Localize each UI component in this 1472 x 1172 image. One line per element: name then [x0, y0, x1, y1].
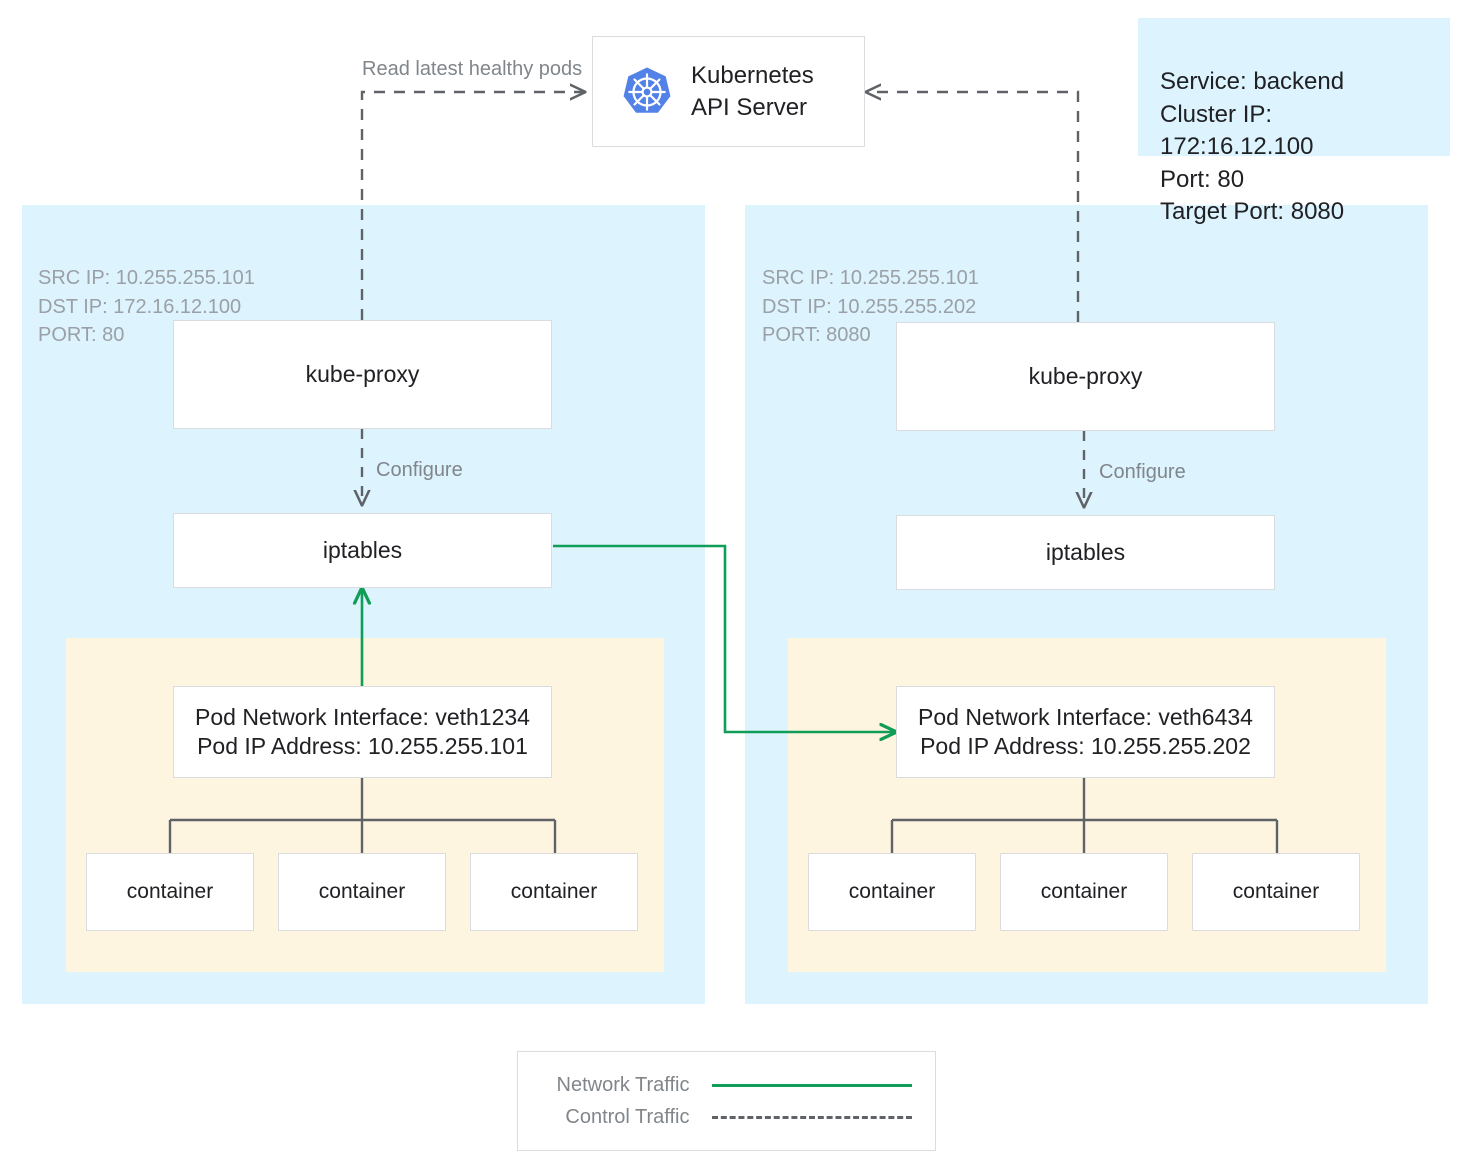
node-left-kube-proxy-label: kube-proxy	[305, 361, 420, 387]
node-left-pod-interface-box[interactable]: Pod Network Interface: veth1234 Pod IP A…	[173, 686, 552, 778]
node-right-pod-ip-line: Pod IP Address: 10.255.255.202	[920, 733, 1251, 759]
configure-label-right: Configure	[1099, 461, 1186, 483]
container-label: container	[848, 880, 936, 903]
node-right-pod-interface-box[interactable]: Pod Network Interface: veth6434 Pod IP A…	[896, 686, 1275, 778]
node-left-kube-proxy-box[interactable]: kube-proxy	[173, 320, 552, 429]
node-right-kube-proxy-label: kube-proxy	[1028, 363, 1143, 389]
node-left-container-0[interactable]: container	[86, 853, 254, 931]
container-label: container	[1040, 880, 1128, 903]
legend-label-control-traffic: Control Traffic	[565, 1105, 690, 1128]
node-right-iptables-label: iptables	[1045, 539, 1126, 565]
node-left-iptables-box[interactable]: iptables	[173, 513, 552, 588]
read-latest-healthy-pods-label: Read latest healthy pods	[362, 58, 583, 80]
api-server-label: Kubernetes API Server	[691, 62, 814, 121]
node-left-iptables-label: iptables	[322, 537, 403, 563]
node-right-kube-proxy-box[interactable]: kube-proxy	[896, 322, 1275, 431]
legend-row-control-traffic: Control Traffic	[542, 1106, 912, 1129]
service-info-card: Service: backend Cluster IP: 172:16.12.1…	[1138, 18, 1450, 225]
node-left-packet-info: SRC IP: 10.255.255.101 DST IP: 172.16.12…	[38, 267, 255, 347]
node-right-packet-info: SRC IP: 10.255.255.101 DST IP: 10.255.25…	[762, 267, 979, 347]
legend-swatch-dashed-gray	[711, 1115, 912, 1119]
kubernetes-api-server-box[interactable]: Kubernetes API Server	[592, 36, 865, 147]
node-left-container-1[interactable]: container	[278, 853, 446, 931]
node-left-container-2[interactable]: container	[470, 853, 638, 931]
node-right-container-0[interactable]: container	[808, 853, 976, 931]
service-info-text: Service: backend Cluster IP: 172:16.12.1…	[1160, 68, 1345, 225]
container-label: container	[510, 880, 598, 903]
node-right-container-2[interactable]: container	[1192, 853, 1360, 931]
container-label: container	[1232, 880, 1320, 903]
kubernetes-logo-icon	[621, 66, 673, 118]
configure-label-left: Configure	[376, 459, 463, 481]
node-right-pod-interface-line: Pod Network Interface: veth6434	[918, 703, 1253, 730]
container-label: container	[318, 880, 406, 903]
legend-box: Network Traffic Control Traffic	[517, 1051, 936, 1151]
node-right-iptables-box[interactable]: iptables	[896, 515, 1275, 590]
legend-swatch-solid-green	[711, 1083, 912, 1087]
legend-row-network-traffic: Network Traffic	[542, 1074, 912, 1097]
node-left-pod-ip-line: Pod IP Address: 10.255.255.101	[197, 733, 528, 759]
container-label: container	[126, 880, 214, 903]
legend-label-network-traffic: Network Traffic	[556, 1073, 690, 1096]
node-right-container-1[interactable]: container	[1000, 853, 1168, 931]
node-left-pod-interface-line: Pod Network Interface: veth1234	[195, 703, 530, 730]
